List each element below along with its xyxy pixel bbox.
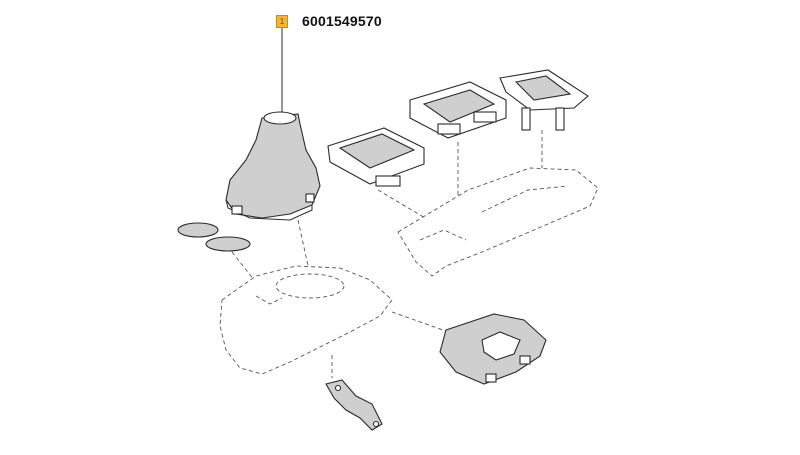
gear-lever-boot[interactable] <box>225 111 321 221</box>
center-console-front[interactable] <box>219 265 393 375</box>
callout-badge[interactable]: 1 <box>276 15 288 28</box>
rear-trim-cover[interactable] <box>499 69 589 131</box>
boot-seal-ring[interactable] <box>177 222 251 252</box>
center-console-rear[interactable] <box>397 167 599 277</box>
cup-holder-double[interactable] <box>409 81 507 139</box>
gear-selector-bezel[interactable] <box>439 313 547 385</box>
part-number-label: 6001549570 <box>302 13 382 29</box>
console-bracket[interactable] <box>325 379 383 431</box>
cup-holder-single[interactable] <box>327 127 425 187</box>
